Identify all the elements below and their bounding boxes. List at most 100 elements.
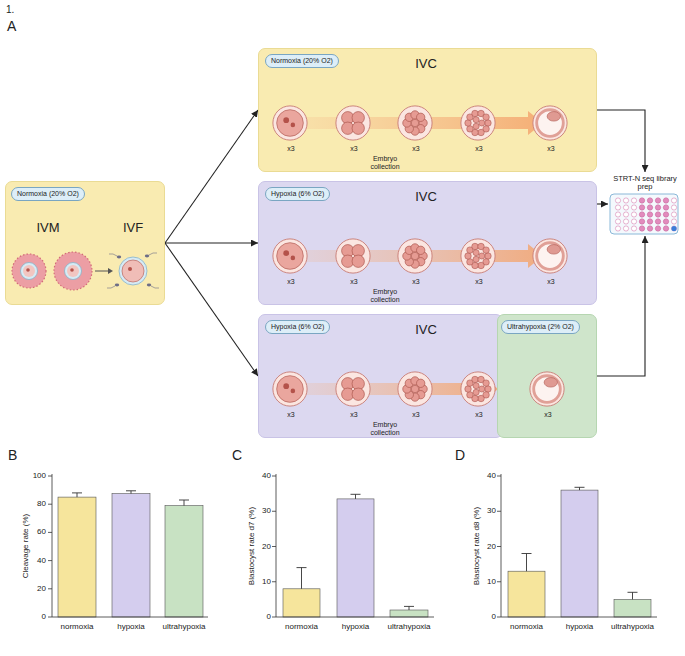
flow-arrow — [165, 243, 258, 376]
chart-b — [48, 474, 208, 617]
drawing-part — [351, 494, 361, 495]
drawing-part — [112, 494, 150, 617]
replicate-count: x3 — [287, 278, 294, 286]
error-bars — [522, 487, 638, 599]
culture-panel: IVCx3x3x3x3x3Embryo collectionHypoxia (6… — [258, 181, 597, 305]
stage-panel: IVM IVF Normoxia (20% O2) — [5, 181, 165, 305]
axis-title: Cleavage rate (%) — [22, 514, 31, 578]
library-prep-label: STRT-N seq library prep — [610, 175, 680, 192]
drawing-part — [122, 260, 144, 282]
drawing-part — [497, 581, 501, 582]
drawing-part — [109, 254, 117, 256]
drawing-part — [65, 263, 82, 280]
flow-arrow — [165, 110, 258, 243]
flow-arrow — [597, 110, 645, 172]
replicate-count: x3 — [544, 411, 551, 419]
filled-wells — [638, 197, 670, 232]
panel-letter: A — [7, 19, 16, 34]
tick-label: 0 — [267, 613, 271, 622]
drawing-part — [26, 268, 30, 272]
axis-title: Blastocyst rate d7 (%) — [248, 507, 257, 585]
drawing-part — [70, 268, 74, 272]
drawing-part — [54, 252, 92, 290]
drawing-part — [52, 474, 53, 617]
condition-text: Hypoxia (6% O2) — [271, 190, 324, 198]
tick-label: 10 — [262, 577, 271, 586]
drawing-part — [272, 617, 276, 618]
tick-label: 100 — [33, 472, 46, 481]
drawing-part — [48, 504, 52, 505]
drawing-part — [276, 474, 277, 617]
drawing-part — [272, 511, 276, 512]
drawing-part — [301, 568, 302, 589]
step-title: IVC — [415, 190, 437, 204]
step-title: IVC — [415, 323, 437, 337]
axis-title: Blastocyst rate d8 (%) — [473, 507, 482, 585]
condition-pill: Hypoxia (6% O2) — [265, 187, 330, 201]
drawing-part — [561, 490, 598, 617]
condition-pill: Normoxia (20% O2) — [265, 54, 339, 68]
drawing-part — [276, 617, 434, 618]
collection-note: Embryo collection — [363, 155, 407, 170]
condition-text: Normoxia (20% O2) — [17, 190, 79, 198]
drawing-part — [497, 511, 501, 512]
tick-label: 40 — [487, 472, 496, 481]
axes — [48, 474, 208, 617]
replicate-count: x3 — [350, 411, 357, 419]
flow-arrow — [165, 242, 258, 243]
tick-label: 30 — [262, 507, 271, 516]
drawing-part — [145, 255, 149, 258]
culture-panel: IVCx3x3x3x3x3Embryo collectionNormoxia (… — [258, 48, 597, 172]
drawing-part — [632, 592, 633, 599]
flow-arrow — [597, 236, 645, 376]
morula — [461, 106, 495, 140]
zygote — [273, 106, 307, 140]
category-label: normoxia — [285, 623, 318, 632]
category-label: ultrahypoxia — [162, 623, 205, 632]
step-arrow — [95, 268, 113, 274]
replicate-count: x3 — [475, 145, 482, 153]
panel-letter: B — [8, 448, 17, 463]
category-label: hypoxia — [342, 623, 370, 632]
drawing-part — [337, 499, 374, 617]
bars — [58, 494, 203, 617]
step-title: IVM — [36, 221, 59, 235]
replicate-count: x3 — [350, 278, 357, 286]
blastocyst — [533, 106, 567, 140]
flow-arrow — [597, 203, 608, 204]
drawing-part — [72, 492, 82, 493]
drawing-part — [272, 476, 276, 477]
culture-panel: x3Ultrahypoxia (2% O2) — [497, 314, 597, 438]
drawing-part — [52, 617, 208, 618]
zygote — [273, 372, 307, 406]
replicate-count: x3 — [287, 411, 294, 419]
axes — [497, 474, 657, 617]
drawing-part — [128, 267, 132, 271]
drawing-part — [497, 617, 501, 618]
drawing-part — [526, 554, 527, 572]
drawing-part — [115, 284, 119, 287]
drawing-part — [77, 493, 78, 497]
chart-d — [497, 474, 657, 617]
library-prep-node: STRT-N seq library prep — [608, 172, 682, 236]
drawing-part — [147, 284, 151, 287]
step-title: IVF — [123, 221, 143, 235]
drawing-part — [117, 256, 121, 259]
cleavage-embryo — [336, 372, 370, 406]
drawing-part — [108, 268, 113, 274]
drawing-part — [149, 253, 157, 255]
drawing-part — [283, 589, 320, 617]
replicate-count: x3 — [547, 278, 554, 286]
drawing-part — [614, 599, 651, 617]
category-label: ultrahypoxia — [611, 623, 654, 632]
sperm — [107, 253, 159, 289]
figure-number: 1. — [6, 4, 14, 15]
cleavage-embryo — [398, 239, 432, 273]
replicate-count: x3 — [412, 411, 419, 419]
panel-letter: D — [455, 448, 465, 463]
tick-label: 40 — [37, 556, 46, 565]
drawing-part — [184, 500, 185, 506]
drawing-part — [12, 254, 46, 288]
drawing-part — [107, 286, 115, 288]
